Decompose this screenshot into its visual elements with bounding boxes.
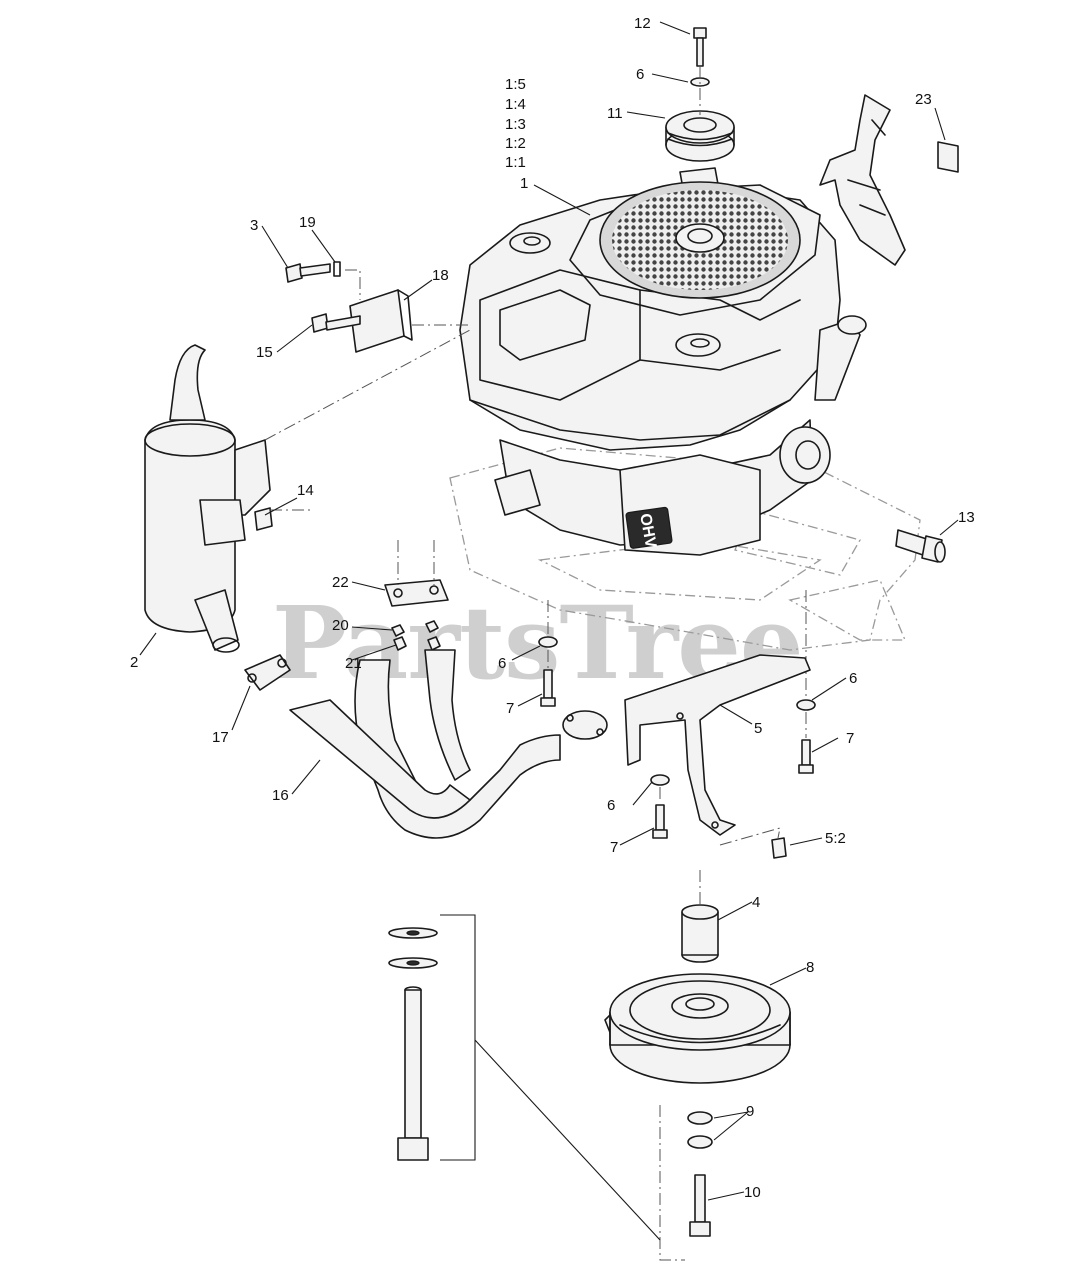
kit-washer-a[interactable]	[388, 927, 438, 939]
callout-5-2: 5:2	[825, 830, 846, 847]
callout-labels: 12 6 11 1:5 1:4 1:3 1:2 1:1 1 23 19 3 18…	[130, 15, 975, 1201]
callout-4: 4	[752, 894, 760, 911]
washer-6-a[interactable]	[538, 636, 558, 648]
engine-pulley-11[interactable]	[665, 110, 735, 162]
bolt-7-c[interactable]	[652, 804, 668, 839]
callout-15: 15	[256, 344, 273, 361]
callout-16: 16	[272, 787, 289, 804]
bolt-3[interactable]	[285, 263, 331, 283]
callout-18: 18	[432, 267, 449, 284]
washer-6-c[interactable]	[650, 774, 670, 786]
callout-1-5: 1:5	[505, 76, 526, 93]
bracket-18[interactable]	[349, 289, 413, 353]
gasket-22[interactable]	[384, 579, 449, 607]
callout-21: 21	[345, 655, 362, 672]
nut-20[interactable]	[391, 620, 439, 637]
callout-9: 9	[746, 1103, 754, 1120]
bolt-12[interactable]	[693, 27, 707, 67]
callout-12: 12	[634, 15, 651, 32]
callout-6: 6	[636, 66, 644, 83]
mounting-bracket-5[interactable]	[624, 654, 811, 836]
axis-nut	[719, 827, 781, 846]
bolt-7-b[interactable]	[798, 739, 814, 774]
callout-1-2: 1:2	[505, 135, 526, 152]
spacer-4[interactable]	[681, 904, 719, 963]
engine-side-bracket[interactable]	[819, 94, 906, 266]
callout-7-b: 7	[846, 730, 854, 747]
kit-long-bolt[interactable]	[397, 986, 429, 1161]
callout-1-4: 1:4	[505, 96, 526, 113]
callout-13: 13	[958, 509, 975, 526]
callout-8: 8	[806, 959, 814, 976]
callout-7-c: 7	[610, 839, 618, 856]
callout-6-d: 6	[607, 797, 615, 814]
leader-lines	[139, 21, 959, 1201]
callout-11: 11	[607, 105, 623, 122]
spacer-19[interactable]	[333, 261, 341, 277]
callout-22: 22	[332, 574, 349, 591]
axis-bracket	[345, 269, 470, 326]
bolt-15[interactable]	[311, 313, 361, 333]
clamp-14[interactable]	[254, 507, 273, 531]
hardware-kit-inset	[440, 914, 661, 1241]
electric-clutch-8[interactable]	[604, 973, 791, 1084]
axis-muffler	[264, 329, 471, 511]
muffler-2[interactable]	[144, 344, 271, 653]
callout-1-3: 1:3	[505, 116, 526, 133]
axis-bottom	[659, 1105, 685, 1261]
bolt-7-a[interactable]	[540, 669, 556, 707]
callout-19: 19	[299, 214, 316, 231]
callout-20: 20	[332, 617, 349, 634]
axis-gasket	[397, 540, 435, 585]
washer-9-a[interactable]	[687, 1111, 713, 1125]
nut-21[interactable]	[393, 636, 441, 651]
callout-5: 5	[754, 720, 762, 737]
callout-17: 17	[212, 729, 229, 746]
callout-7-a: 7	[506, 700, 514, 717]
nut-5-2[interactable]	[771, 837, 787, 859]
kit-washer-b[interactable]	[388, 957, 438, 969]
callout-23: 23	[915, 91, 932, 108]
oil-drain-fitting-13[interactable]	[895, 529, 946, 563]
callout-1: 1	[520, 175, 528, 192]
washer-6-b[interactable]	[796, 699, 816, 711]
callout-1-1: 1:1	[505, 154, 526, 171]
washer-9-b[interactable]	[687, 1135, 713, 1149]
decal-23[interactable]	[937, 141, 959, 173]
callout-3: 3	[250, 217, 258, 234]
ohv-badge: OHV	[636, 512, 659, 549]
callout-6-c: 6	[849, 670, 857, 687]
exhaust-pipe-16[interactable]	[289, 649, 608, 839]
callout-6-b: 6	[498, 655, 506, 672]
callout-2: 2	[130, 654, 138, 671]
bolt-10[interactable]	[689, 1174, 711, 1237]
callout-10: 10	[744, 1184, 761, 1201]
pipe-clamp-17[interactable]	[244, 654, 291, 691]
flywheel-screen	[599, 181, 801, 299]
callout-14: 14	[297, 482, 314, 499]
